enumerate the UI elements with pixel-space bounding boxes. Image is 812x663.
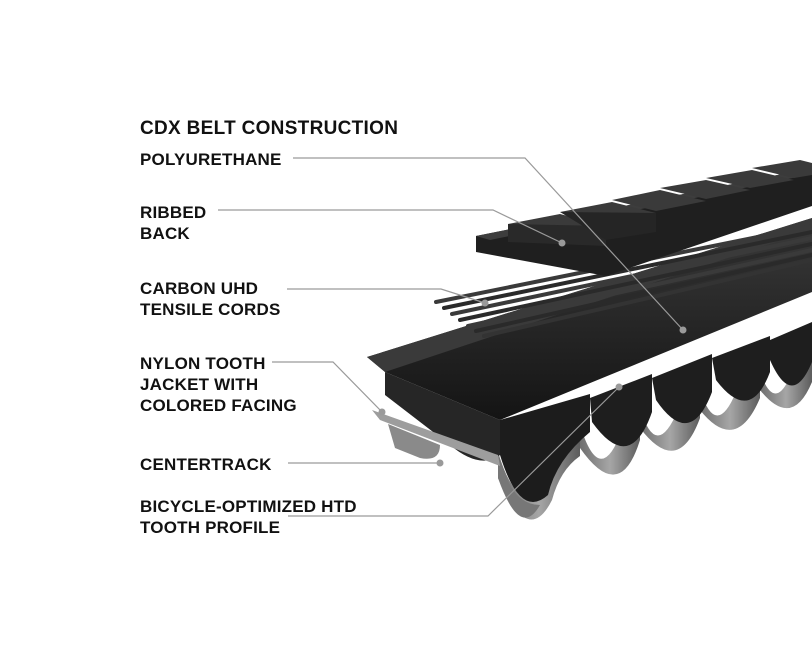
leader-lines bbox=[218, 157, 684, 517]
label-carbon-cords: CARBON UHD TENSILE CORDS bbox=[140, 279, 281, 319]
diagram-title: CDX BELT CONSTRUCTION bbox=[140, 118, 399, 139]
label-polyurethane: POLYURETHANE bbox=[140, 150, 282, 169]
tooth-body bbox=[500, 394, 590, 502]
tooth-facing bbox=[498, 452, 540, 518]
centertrack-guide bbox=[388, 424, 440, 459]
leader-tooth-profile bbox=[288, 386, 620, 517]
tooth-body bbox=[770, 322, 812, 386]
leader-carbon-cords bbox=[287, 288, 486, 304]
rib bbox=[660, 180, 750, 199]
leader-ribbed-back bbox=[218, 209, 563, 244]
end-tooth bbox=[385, 372, 500, 461]
ribbed-back-layer bbox=[476, 160, 812, 276]
label-nylon-jacket: NYLON TOOTH JACKET WITH COLORED FACING bbox=[140, 354, 297, 415]
tooth-body bbox=[652, 354, 712, 424]
label-tooth-profile: BICYCLE-OPTIMIZED HTD TOOTH PROFILE bbox=[140, 497, 357, 537]
leader-dots bbox=[378, 239, 687, 467]
centertrack-guide bbox=[372, 410, 500, 466]
leader-polyurethane bbox=[293, 157, 684, 331]
tooth-body bbox=[590, 374, 652, 447]
rib bbox=[612, 190, 706, 211]
rib bbox=[752, 160, 812, 178]
label-centertrack: CENTERTRACK bbox=[140, 455, 272, 474]
tooth-body bbox=[712, 336, 770, 401]
rib bbox=[706, 170, 794, 188]
label-ribbed-back: RIBBED BACK bbox=[140, 203, 207, 243]
leader-nylon-jacket bbox=[272, 361, 383, 413]
